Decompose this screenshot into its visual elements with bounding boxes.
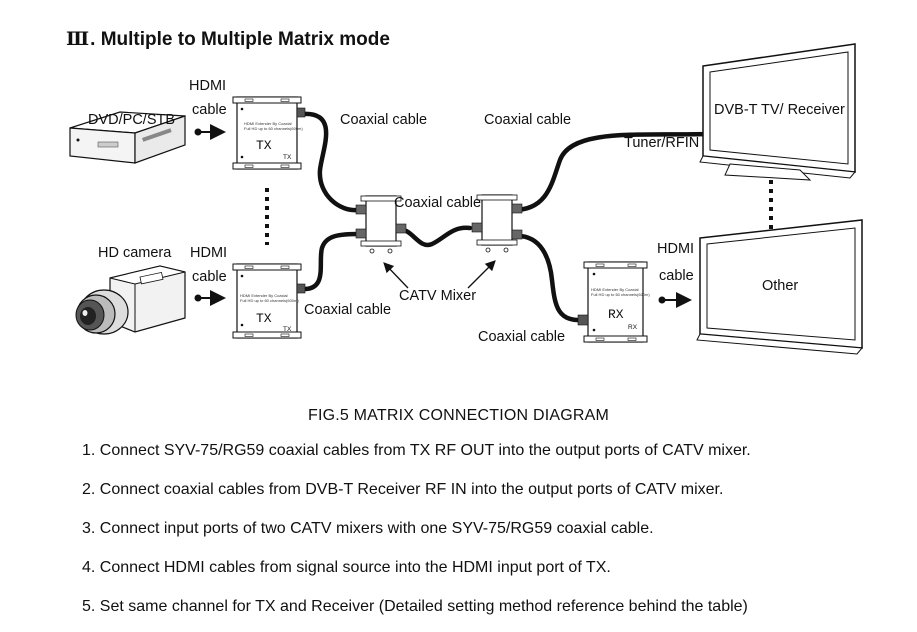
camera-device — [75, 265, 186, 335]
tv-bottom — [696, 219, 863, 355]
matrix-diagram: DVD/PC/STB HD camera HDMI cable HDMI cab… — [69, 43, 863, 355]
tx1-desc-2: Full HD up to 60 channels(600m) — [244, 126, 303, 131]
coax-tv-label: Coaxial cable — [484, 112, 571, 128]
cable-right-label: cable — [659, 268, 694, 284]
catv-mixer-label: CATV Mixer — [399, 288, 476, 304]
tv-top-label: DVB-T TV/ Receiver — [714, 102, 845, 118]
hdmi-top-label: HDMI — [189, 78, 226, 94]
dvd-label: DVD/PC/STB — [88, 112, 175, 128]
coax-tx1-to-mixer1 — [300, 111, 361, 213]
catv-arrow-right — [467, 260, 496, 289]
step-3: 3. Connect input ports of two CATV mixer… — [82, 520, 654, 537]
rx-desc-2: Full HD up to 60 channels(600m) — [591, 292, 650, 297]
hdmi-arrow-mid — [194, 290, 226, 306]
step-2: 2. Connect coaxial cables from DVB-T Rec… — [82, 481, 724, 498]
rx-label: RX — [608, 307, 624, 322]
hdmi-arrow-right — [658, 292, 692, 308]
tx2-desc-2: Full HD up to 60 channels(600m) — [240, 298, 299, 303]
tx2-label: TX — [256, 311, 272, 326]
tx1-desc-1: HDMI Extender By Coaxial — [244, 121, 292, 126]
coax-mixer2-to-tv — [511, 131, 711, 213]
cable-top-label: cable — [192, 102, 227, 118]
dvd-device — [69, 111, 186, 164]
catv-mixer-1 — [355, 195, 407, 254]
tuner-label: Tuner/RFIN — [624, 135, 699, 151]
tx1-label: TX — [256, 138, 272, 153]
catv-mixer-2 — [471, 194, 523, 253]
coax-mixer1-to-mixer2 — [394, 225, 473, 248]
cable-mid-label: cable — [192, 269, 227, 285]
coax-tx1-label: Coaxial cable — [340, 112, 427, 128]
tx-box-1: HDMI Extender By Coaxial Full HD up to 6… — [232, 96, 306, 170]
rx-desc-1: HDMI Extender By Coaxial — [591, 287, 639, 292]
hdmi-right-label: HDMI — [657, 241, 694, 257]
coax-rx-label: Coaxial cable — [478, 329, 565, 345]
tv-bottom-label: Other — [762, 278, 798, 294]
hdmi-arrow-top — [194, 124, 226, 140]
tx1-sublabel: TX — [283, 154, 292, 161]
rx-sublabel: RX — [628, 324, 638, 331]
step-1: 1. Connect SYV-75/RG59 coaxial cables fr… — [82, 442, 751, 459]
catv-arrow-left — [383, 262, 409, 289]
camera-label: HD camera — [98, 245, 172, 261]
coax-mixers-label: Coaxial cable — [394, 195, 481, 211]
section-title-text: . Multiple to Multiple Matrix mode — [90, 29, 390, 50]
coax-mixer2-to-rx — [511, 233, 588, 323]
coax-cables — [300, 111, 711, 323]
hdmi-mid-label: HDMI — [190, 245, 227, 261]
figure-caption: FIG.5 MATRIX CONNECTION DIAGRAM — [307, 407, 610, 424]
section-numeral: Ⅲ — [66, 28, 90, 50]
coax-tx2-to-mixer1 — [300, 231, 363, 292]
step-5: 5. Set same channel for TX and Receiver … — [82, 598, 748, 615]
rx-box: HDMI Extender By Coaxial Full HD up to 6… — [577, 261, 650, 343]
tx2-desc-1: HDMI Extender By Coaxial — [240, 293, 288, 298]
tv-top — [699, 43, 856, 181]
step-4: 4. Connect HDMI cables from signal sourc… — [82, 559, 611, 576]
tx-box-2: HDMI Extender By Coaxial Full HD up to 6… — [232, 263, 306, 339]
coax-tx2-label: Coaxial cable — [304, 302, 391, 318]
page-title: Ⅲ. Multiple to Multiple Matrix mode — [66, 28, 390, 51]
tx2-sublabel: TX — [283, 326, 292, 333]
